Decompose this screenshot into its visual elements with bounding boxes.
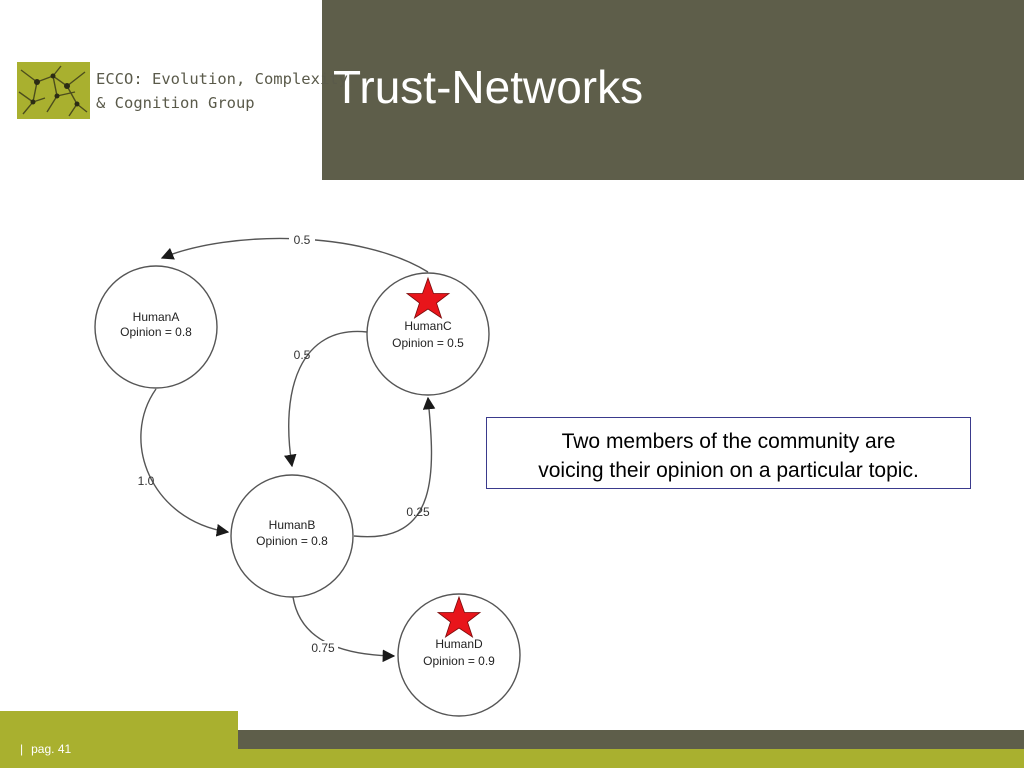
node-humand: HumanD Opinion = 0.9 bbox=[397, 593, 521, 717]
trust-network-svg: 0.5 0.5 1.0 0.25 0.75 HumanA Opinion = 0… bbox=[94, 232, 521, 717]
edge-label-a-b: 1.0 bbox=[138, 474, 155, 488]
node-humanb-name: HumanB bbox=[269, 518, 316, 532]
trust-network-diagram: 0.5 0.5 1.0 0.25 0.75 HumanA Opinion = 0… bbox=[80, 220, 540, 725]
node-humanb: HumanB Opinion = 0.8 bbox=[230, 474, 354, 598]
edge-label-b-d: 0.75 bbox=[311, 641, 335, 655]
node-humana-name: HumanA bbox=[133, 310, 180, 324]
logo-text: ECCO: Evolution, Complexity & Cognition … bbox=[96, 67, 348, 115]
node-humanc: HumanC Opinion = 0.5 bbox=[366, 272, 490, 396]
slide-title: Trust-Networks bbox=[333, 61, 644, 113]
star-icon bbox=[405, 276, 451, 319]
edge-label-c-a: 0.5 bbox=[294, 233, 311, 247]
footer-band-dark bbox=[238, 730, 1024, 749]
neuron-logo-icon bbox=[17, 62, 90, 119]
page-label: pag. 41 bbox=[31, 742, 72, 756]
edge-b-to-c bbox=[353, 396, 436, 538]
node-humanc-name: HumanC bbox=[404, 319, 452, 333]
logo-line-1: ECCO: Evolution, Complexity bbox=[96, 70, 348, 88]
node-humand-name: HumanD bbox=[435, 637, 483, 651]
callout-box: Two members of the community are voicing… bbox=[486, 417, 971, 489]
header-band bbox=[322, 0, 1024, 180]
footer-accent bbox=[0, 711, 238, 768]
footer-band-green bbox=[238, 749, 1024, 768]
star-icon bbox=[436, 595, 482, 638]
node-humana-opinion: Opinion = 0.8 bbox=[120, 325, 192, 339]
footer-page-number: | pag. 41 bbox=[20, 742, 71, 756]
callout-line-2: voicing their opinion on a particular to… bbox=[538, 459, 919, 482]
edge-label-b-c: 0.25 bbox=[406, 505, 430, 519]
edge-a-to-b bbox=[140, 388, 230, 537]
callout-line-1: Two members of the community are bbox=[561, 430, 896, 453]
node-humanc-opinion: Opinion = 0.5 bbox=[392, 336, 464, 350]
edge-label-c-b: 0.5 bbox=[294, 348, 311, 362]
node-humanb-opinion: Opinion = 0.8 bbox=[256, 534, 328, 548]
edge-c-to-b bbox=[284, 330, 368, 468]
footer-separator: | bbox=[20, 742, 24, 756]
node-humana: HumanA Opinion = 0.8 bbox=[94, 265, 218, 389]
node-humand-opinion: Opinion = 0.9 bbox=[423, 654, 495, 668]
logo-line-2: & Cognition Group bbox=[96, 94, 255, 112]
